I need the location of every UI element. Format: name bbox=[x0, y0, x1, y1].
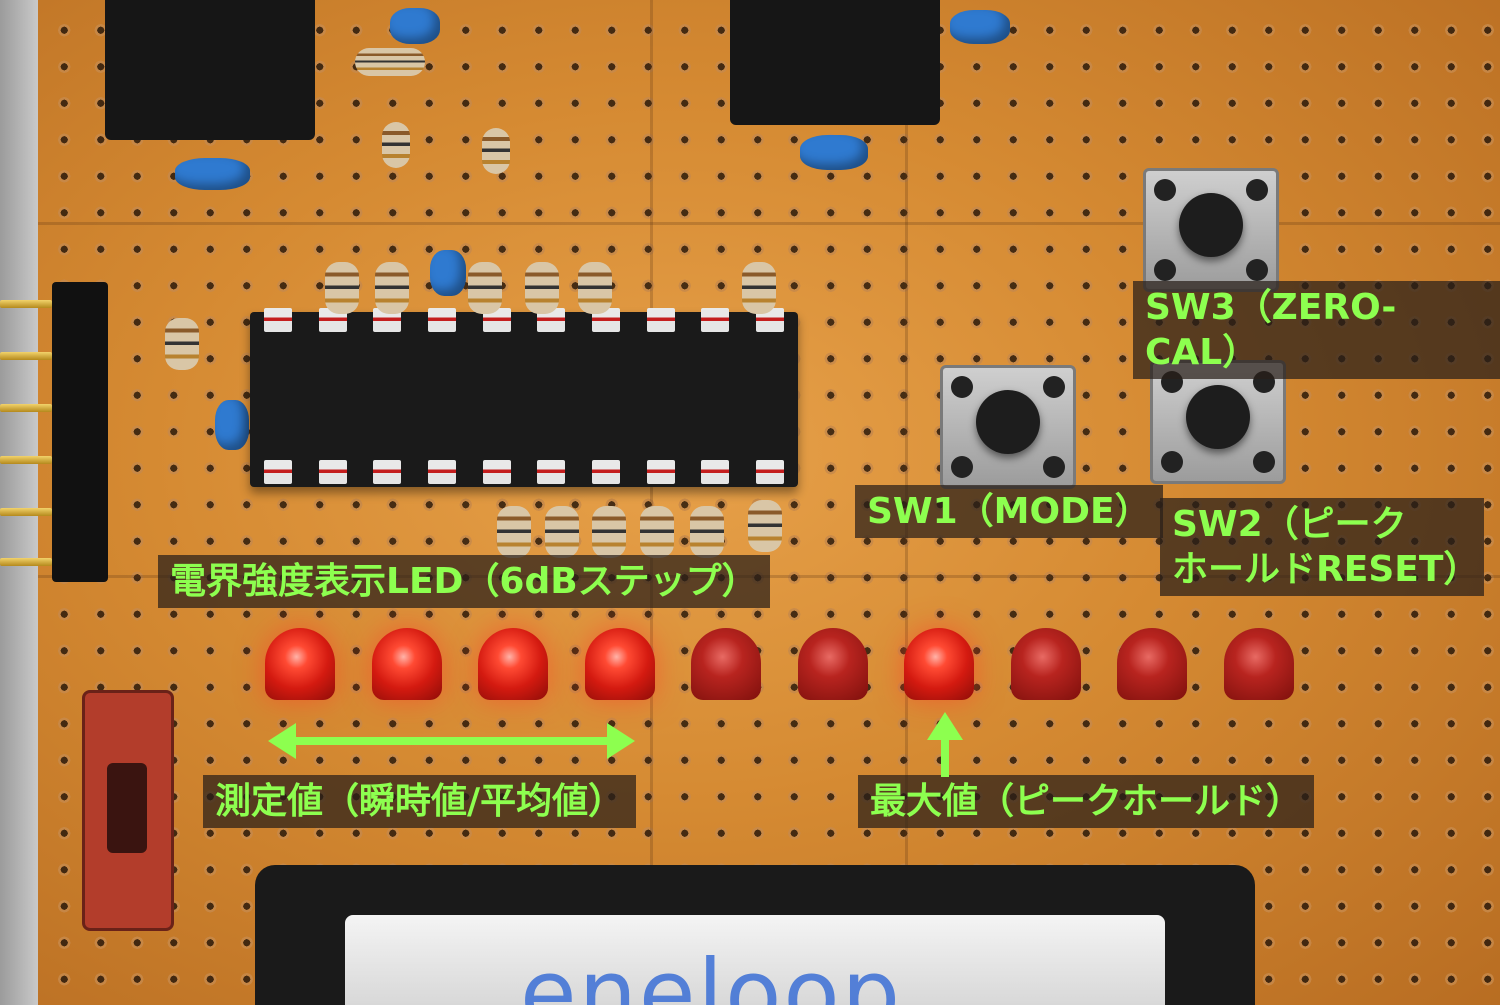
resistor bbox=[545, 506, 579, 558]
ceramic-capacitor bbox=[215, 400, 249, 450]
led-6 bbox=[798, 628, 868, 700]
header-pin bbox=[0, 300, 52, 308]
arrow-right-icon bbox=[607, 723, 635, 759]
power-slide-switch[interactable] bbox=[82, 690, 174, 931]
battery-cell bbox=[345, 915, 1165, 1005]
diode bbox=[382, 122, 410, 168]
board-gridline bbox=[650, 0, 653, 1005]
led-3 bbox=[478, 628, 548, 700]
sw1-mode-switch[interactable] bbox=[940, 365, 1076, 489]
sw3-zero-cal-switch[interactable] bbox=[1143, 168, 1279, 292]
header-pin bbox=[0, 404, 52, 412]
diode bbox=[482, 128, 510, 174]
resistor bbox=[497, 506, 531, 558]
header-pin bbox=[0, 456, 52, 464]
resistor bbox=[640, 506, 674, 558]
label-sw1: SW1（MODE） bbox=[855, 485, 1163, 538]
peak-arrow-shaft bbox=[941, 735, 949, 777]
slide-switch-knob[interactable] bbox=[107, 763, 147, 853]
sw2-peak-hold-reset-switch[interactable] bbox=[1150, 360, 1286, 484]
header-pin bbox=[0, 508, 52, 516]
label-led-bar: 電界強度表示LED（6dBステップ） bbox=[158, 555, 770, 608]
ceramic-capacitor bbox=[950, 10, 1010, 44]
header-pin bbox=[0, 558, 52, 566]
resistor bbox=[165, 318, 199, 370]
board-gridline bbox=[38, 222, 1500, 225]
resistor bbox=[690, 506, 724, 558]
resistor bbox=[355, 48, 425, 76]
header-pin bbox=[0, 352, 52, 360]
resistor bbox=[748, 500, 782, 552]
label-peak-value: 最大値（ピークホールド） bbox=[858, 775, 1315, 828]
label-measured-value: 測定値（瞬時値/平均値） bbox=[203, 775, 637, 828]
resistor bbox=[375, 262, 409, 314]
label-sw3: SW3（ZERO-CAL） bbox=[1133, 281, 1500, 379]
label-sw2-line2: ホールドRESET） bbox=[1172, 549, 1480, 590]
pin-header bbox=[52, 282, 108, 582]
resistor bbox=[525, 262, 559, 314]
resistor bbox=[742, 262, 776, 314]
resistor bbox=[578, 262, 612, 314]
led-9 bbox=[1117, 628, 1187, 700]
resistor bbox=[592, 506, 626, 558]
ceramic-capacitor bbox=[430, 250, 466, 296]
ceramic-capacitor bbox=[175, 158, 250, 190]
led-1 bbox=[265, 628, 335, 700]
measured-range-arrow-shaft bbox=[295, 737, 607, 745]
ceramic-capacitor bbox=[390, 8, 440, 44]
ic-socket-left bbox=[105, 0, 315, 140]
label-sw2-line1: SW2（ピーク bbox=[1172, 504, 1407, 545]
label-sw2: SW2（ピーク ホールドRESET） bbox=[1160, 498, 1484, 596]
led-4 bbox=[585, 628, 655, 700]
ic-socket-right bbox=[730, 0, 940, 125]
battery-label: eneloop bbox=[520, 940, 903, 1005]
led-2 bbox=[372, 628, 442, 700]
led-10 bbox=[1224, 628, 1294, 700]
ceramic-capacitor bbox=[800, 135, 868, 170]
resistor bbox=[468, 262, 502, 314]
arrow-left-icon bbox=[268, 723, 296, 759]
arrow-up-icon bbox=[927, 712, 963, 740]
led-8 bbox=[1011, 628, 1081, 700]
resistor bbox=[325, 262, 359, 314]
led-5 bbox=[691, 628, 761, 700]
led-7 bbox=[904, 628, 974, 700]
enclosure-edge bbox=[0, 0, 38, 1005]
led-driver-ic bbox=[250, 308, 798, 487]
